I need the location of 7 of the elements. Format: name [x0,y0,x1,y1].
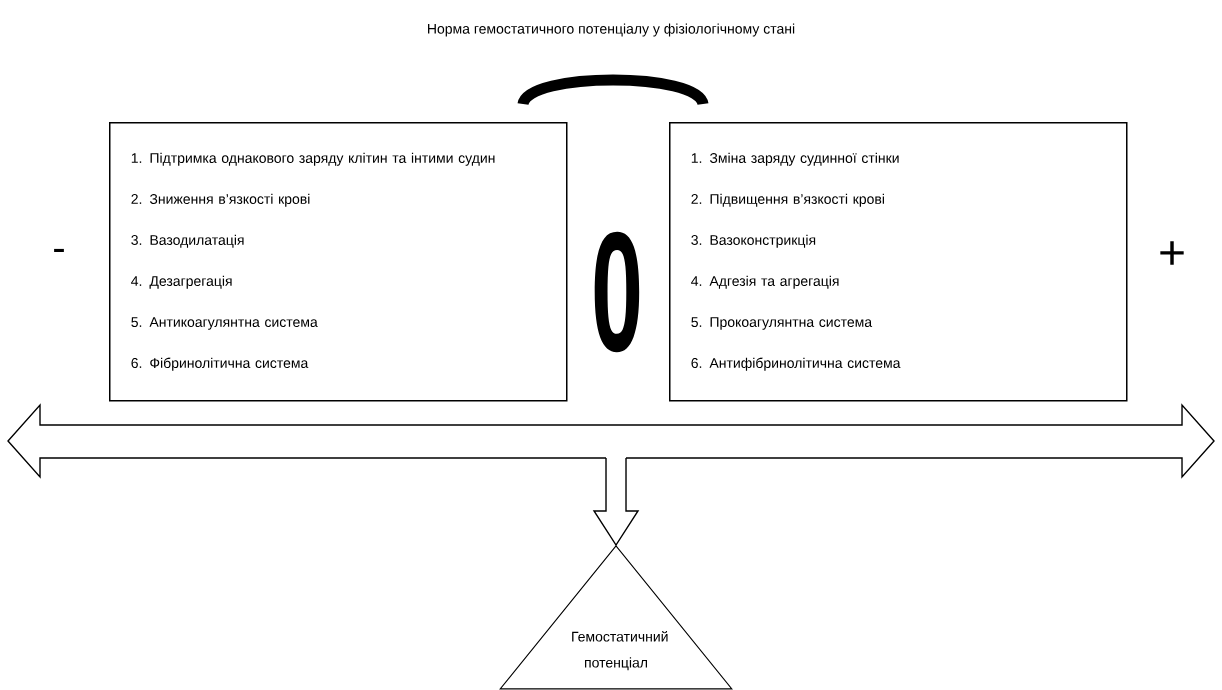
sign-label: - [54,248,64,253]
sign-label: 0 [594,231,640,353]
title: Норма гемостатичного потенціалу у фізіологічному стані [428,23,795,37]
triangle: Гемостатичний потенціал [499,545,733,690]
list-box: 1. Зміна заряду судинної стінки 2. Підвищення в’язкості крові 3. Вазоконстрикція 4. Адгезія та агрегація 5. Прокоагулянтна система 6. Антифібринолітична система [669,122,1128,402]
block-arrow [592,457,640,547]
list-box: 1. Підтримка однакового заряду клітин та інтими судин 2. Зниження в’язкості крові 3. Вазодилатація 4. Дезагрегація 5. Антикоагулянтна система 6. Фібринолітична система [109,122,568,402]
